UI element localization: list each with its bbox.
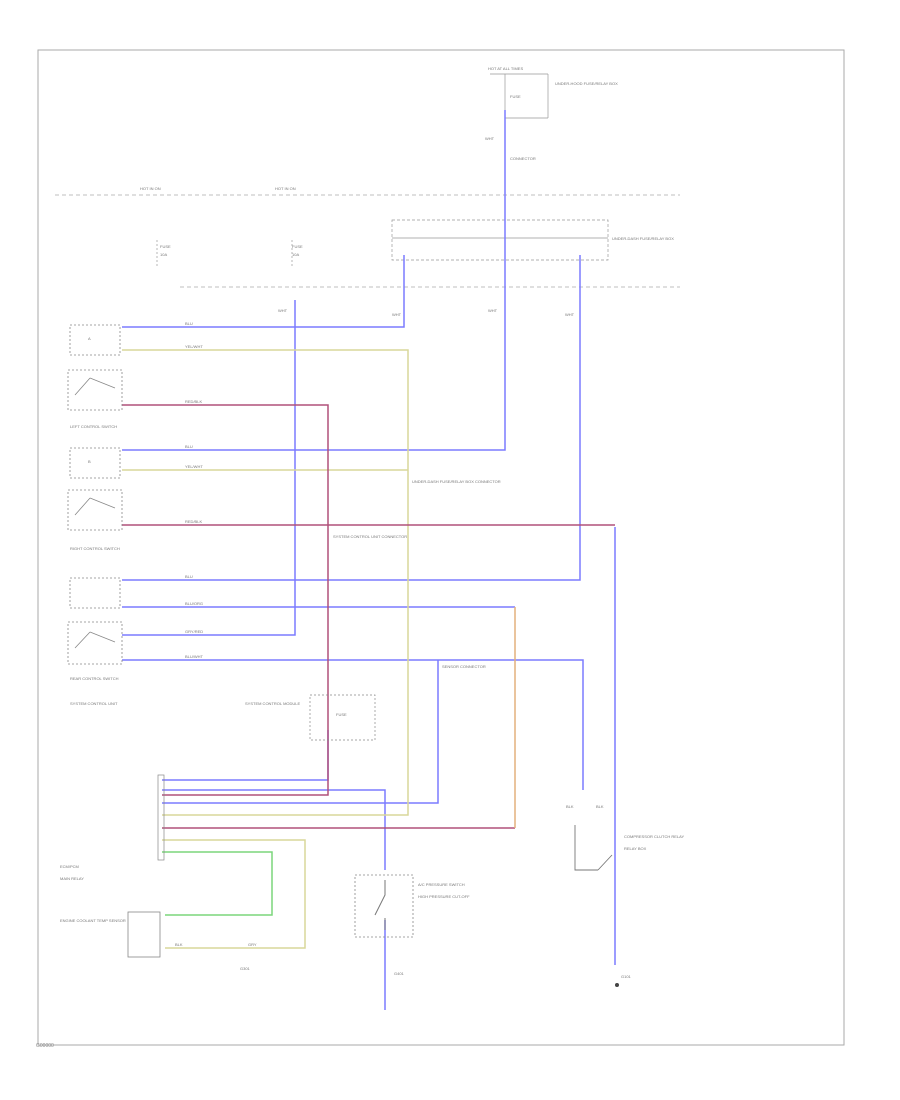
- wire-blu1-label: BLU: [185, 321, 193, 326]
- switch3-frame: [67, 621, 123, 665]
- wire-a-label: WHT: [485, 136, 495, 141]
- switch2-contact: [74, 497, 116, 516]
- ground-right-symbol: [615, 983, 619, 987]
- switch2-name: RIGHT CONTROL SWITCH: [70, 546, 120, 551]
- blue-feed-wires: [122, 110, 616, 1010]
- wire-red2-label: RED/BLK: [185, 519, 202, 524]
- module-name: SYSTEM CONTROL MODULE: [245, 701, 301, 706]
- ground-right: G101: [621, 974, 632, 979]
- note-2: SYSTEM CONTROL UNIT CONNECTOR: [333, 534, 407, 539]
- note-3: SENSOR CONNECTOR: [442, 664, 486, 669]
- yellow-wire-bottom: [162, 839, 306, 949]
- switch1-frame: [67, 369, 123, 411]
- junction-box-label: UNDER-DASH FUSE/RELAY BOX: [612, 236, 674, 241]
- blue-feed-right: [122, 255, 581, 581]
- ecu-note: MAIN RELAY: [60, 876, 84, 881]
- wire-blu4-label: BLU/WHT: [185, 654, 204, 659]
- wire-org3-label: BLU/ORG: [185, 601, 203, 606]
- connector-block: [157, 774, 165, 861]
- yellow-wire-1: [122, 349, 409, 816]
- diagram-frame: [37, 49, 845, 1046]
- sensor-box: [127, 911, 161, 958]
- red-wire-1: [122, 404, 329, 796]
- wire-yel1-label: YEL/WHT: [185, 344, 203, 349]
- pressure-switch-box: [354, 874, 414, 938]
- junction-box: [391, 219, 609, 261]
- hot-left-label: HOT IN ON: [140, 186, 161, 191]
- wire-right-2: BLK: [596, 804, 604, 809]
- wire-red1-label: RED/BLK: [185, 399, 202, 404]
- switch2-frame: [67, 489, 123, 531]
- wire-lbl-2: WHT: [488, 308, 498, 313]
- pressure-switch-contact: [374, 880, 386, 930]
- top-fuse-label: FUSE: [510, 94, 521, 99]
- hot-mid-label: HOT IN ON: [275, 186, 296, 191]
- relay-note: RELAY BOX: [624, 846, 647, 851]
- fuse-a-label: FUSE: [160, 244, 171, 249]
- yellow-wires: [122, 349, 409, 949]
- connector-note-label: CONNECTOR: [510, 156, 536, 161]
- blue-module-feed: [162, 730, 329, 781]
- module-fuse: FUSE: [336, 712, 347, 717]
- wire-blu3-label: BLU: [185, 574, 193, 579]
- switch1-a-label: A: [88, 336, 91, 341]
- pressure-switch-name: A/C PRESSURE SWITCH: [418, 882, 465, 887]
- blue-feed-main: [122, 110, 506, 451]
- red-wires: [122, 404, 615, 829]
- fuse-b-label: FUSE: [292, 244, 303, 249]
- switch2-b-label: B: [88, 459, 91, 464]
- module-box: [309, 694, 376, 741]
- switch3-contact: [74, 631, 116, 649]
- top-source-label: HOT AT ALL TIMES: [488, 66, 523, 71]
- wire-bot-2: GRY: [248, 942, 257, 947]
- fuse-b2-label: 10A: [292, 252, 299, 257]
- blue-feed-bottom: [122, 659, 584, 790]
- wire-yel2-label: YEL/WHT: [185, 464, 203, 469]
- switch-group-1: [67, 324, 123, 411]
- footer-code: G00000: [36, 1043, 54, 1049]
- switch1-contact: [74, 377, 116, 396]
- green-wire: [162, 851, 273, 916]
- sensor-name: ENGINE COOLANT TEMP SENSOR: [60, 918, 126, 923]
- top-box-label: UNDER-HOOD FUSE/RELAY BOX: [555, 81, 618, 86]
- wire-lbl-4: WHT: [278, 308, 288, 313]
- note-1: UNDER-DASH FUSE/RELAY BOX CONNECTOR: [412, 479, 501, 484]
- wire-bot-1: BLK: [175, 942, 183, 947]
- fuse-a2-label: 10A: [160, 252, 167, 257]
- wire-blu2-label: BLU: [185, 444, 193, 449]
- ecu-name: ECM/PCM: [60, 864, 79, 869]
- wire-right-1: BLK: [566, 804, 574, 809]
- wire-lbl-1: WHT: [392, 312, 402, 317]
- switch3-body: [69, 577, 121, 609]
- relay-contact: [574, 825, 613, 871]
- blue-feed-fuse-b: [122, 300, 296, 636]
- switch3-name: REAR CONTROL SWITCH: [70, 676, 119, 681]
- ground-left: G301: [240, 966, 251, 971]
- switch1-body: [69, 324, 121, 356]
- ground-mid: G401: [394, 971, 405, 976]
- pressure-switch-note: HIGH PRESSURE CUT-OFF: [418, 894, 470, 899]
- switch-group-2: [67, 447, 123, 531]
- switch-group-3: [67, 577, 123, 665]
- relay-name: COMPRESSOR CLUTCH RELAY: [624, 834, 684, 839]
- top-source-bracket: [490, 73, 549, 119]
- wire-lbl-3: WHT: [565, 312, 575, 317]
- blue-feed-left: [122, 255, 405, 328]
- switch3-note: SYSTEM CONTROL UNIT: [70, 701, 118, 706]
- wire-grn3-label: GRY/RED: [185, 629, 203, 634]
- blue-feed-6: [162, 660, 439, 804]
- switch2-body: [69, 447, 121, 479]
- switch1-name: LEFT CONTROL SWITCH: [70, 424, 117, 429]
- blue-ecu-feed: [162, 789, 386, 870]
